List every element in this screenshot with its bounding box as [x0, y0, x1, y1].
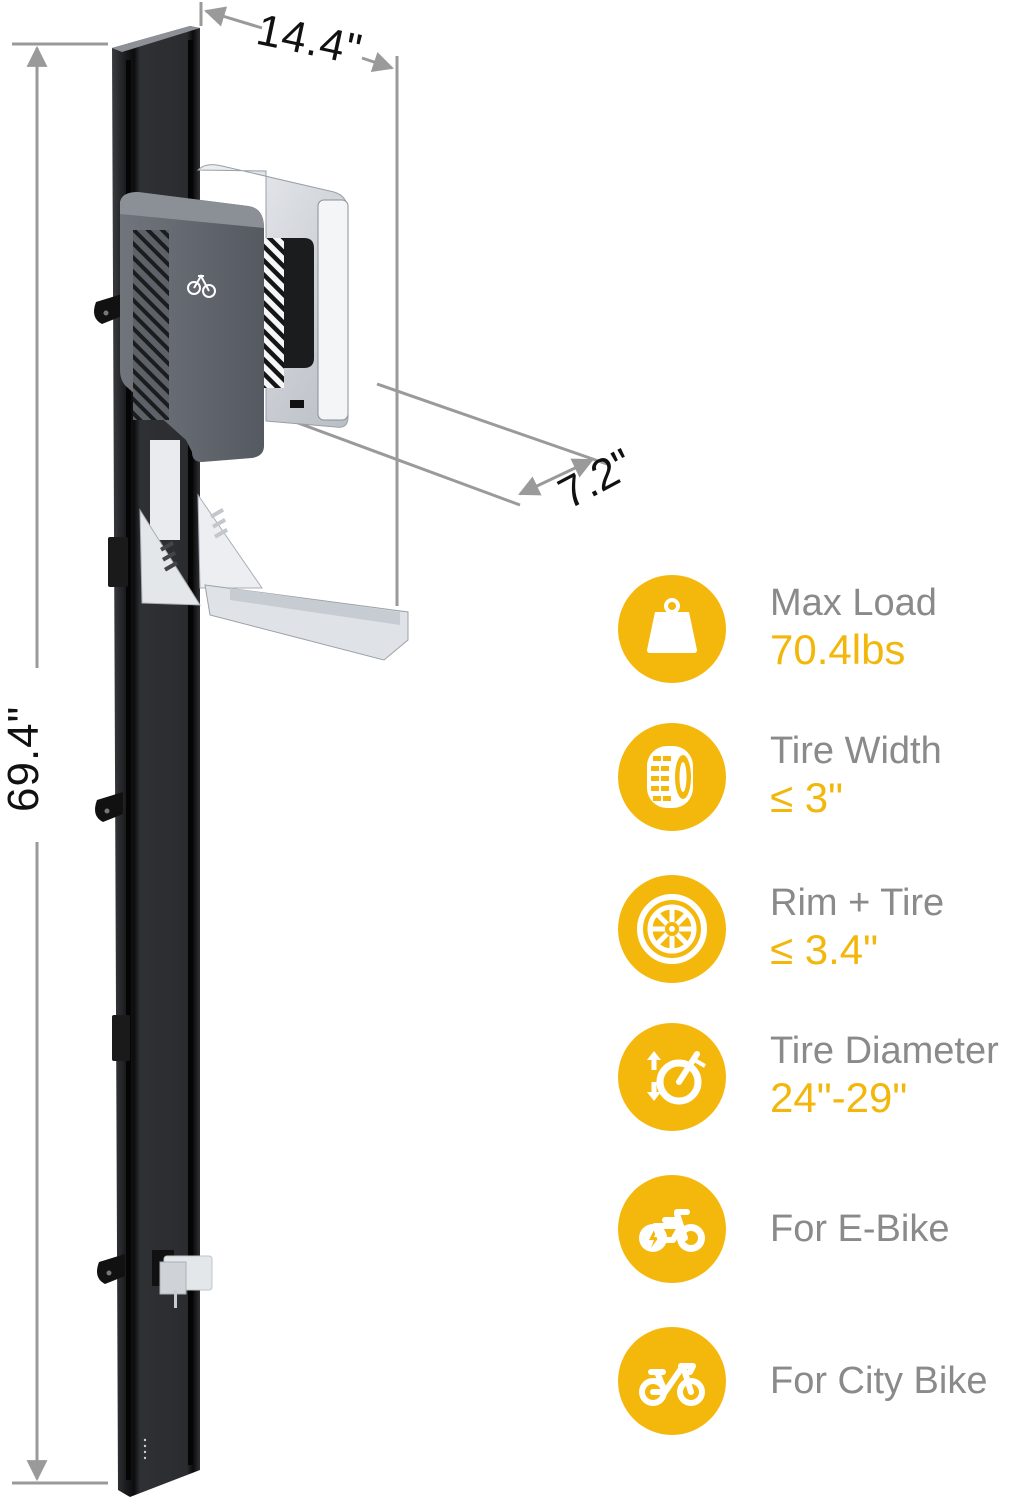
spec-tire-diameter: Tire Diameter 24"-29": [616, 1023, 1025, 1133]
spec-label: Tire Diameter: [770, 1030, 999, 1072]
tire-icon: [618, 723, 726, 831]
mounting-tabs: [94, 294, 125, 1284]
city-bike-icon: [618, 1327, 726, 1435]
weight-icon: [618, 575, 726, 683]
spec-value: ≤ 3": [770, 774, 843, 821]
wheel-rim-icon: [618, 875, 726, 983]
tire-diameter-icon: [618, 1023, 726, 1131]
spec-e-bike: For E-Bike: [616, 1175, 1025, 1285]
spec-label: Max Load: [770, 582, 937, 624]
brand-bike-logo: [187, 273, 216, 298]
spec-city-bike: For City Bike: [616, 1327, 1025, 1437]
wheel-holder: [120, 192, 264, 540]
wheel-cradle: [196, 164, 349, 428]
spec-value: ≤ 3.4": [770, 926, 879, 973]
spec-label: Tire Width: [770, 730, 942, 772]
spec-value: 70.4lbs: [770, 626, 906, 673]
spec-label: Rim + Tire: [770, 882, 945, 924]
foot-bracket: [139, 493, 409, 661]
spec-value: 24"-29": [770, 1074, 908, 1121]
dimension-height-label: 69.4": [0, 705, 48, 812]
dimension-lines: [12, 2, 608, 1485]
e-bike-icon: [618, 1175, 726, 1283]
spec-max-load: Max Load 70.4lbs: [616, 575, 1025, 685]
spec-label: For E-Bike: [770, 1208, 950, 1250]
spec-tire-width: Tire Width ≤ 3": [616, 723, 1025, 833]
spec-label: For City Bike: [770, 1360, 988, 1402]
spec-rim-tire: Rim + Tire ≤ 3.4": [616, 875, 1025, 985]
lower-clamp: [152, 1250, 213, 1308]
